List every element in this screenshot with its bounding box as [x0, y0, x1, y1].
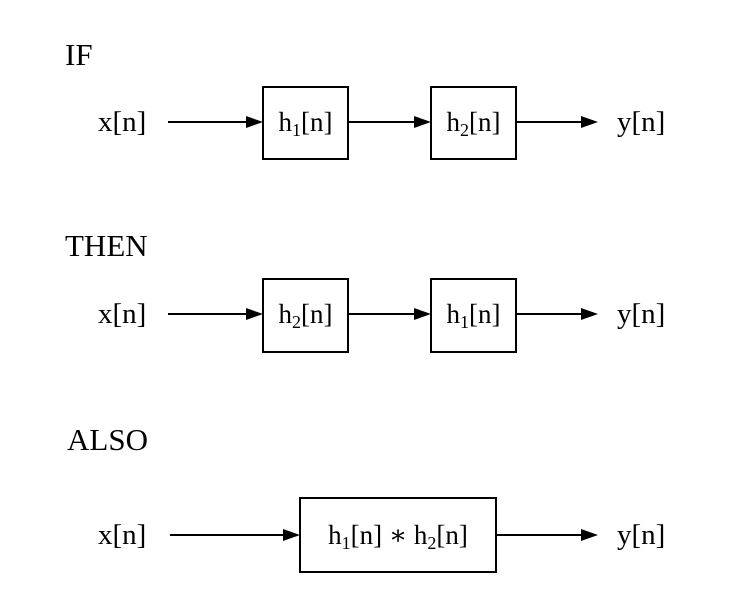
arrowhead-input-also: [283, 529, 300, 541]
convolution-operator-icon: ∗: [389, 520, 407, 550]
system-label-if-1: h1[n]: [279, 107, 333, 140]
arrowhead-middle-if: [414, 116, 431, 128]
input-signal-then: x[n]: [98, 298, 146, 330]
input-signal-also: x[n]: [98, 519, 146, 551]
section-if: IF x[n] h1[n] h2[n] y[n]: [65, 37, 665, 160]
arrowhead-output-if: [581, 116, 598, 128]
section-then: THEN x[n] h2[n] h1[n] y[n]: [65, 228, 665, 353]
system-label-if-2: h2[n]: [447, 107, 501, 140]
system-block-also-convolution: [299, 497, 497, 573]
arrowhead-output-then: [581, 308, 598, 320]
output-signal-also: y[n]: [617, 519, 665, 551]
arrowhead-input-then: [246, 308, 263, 320]
output-signal-if: y[n]: [617, 106, 665, 138]
section-heading-also: ALSO: [67, 422, 148, 457]
section-also: ALSO x[n] h1[n] ∗ h2[n] y[n]: [67, 422, 665, 573]
system-label-then-2: h1[n]: [447, 299, 501, 332]
system-block-if-2: [430, 86, 517, 160]
input-signal-if: x[n]: [98, 106, 146, 138]
arrowhead-middle-then: [414, 308, 431, 320]
section-heading-then: THEN: [65, 228, 148, 263]
system-label-then-1: h2[n]: [279, 299, 333, 332]
system-label-also-convolution: h1[n] ∗ h2[n]: [328, 520, 468, 553]
system-block-then-2: [430, 278, 517, 353]
output-signal-then: y[n]: [617, 298, 665, 330]
arrowhead-output-also: [581, 529, 598, 541]
system-block-then-1: [262, 278, 349, 353]
arrowhead-input-if: [246, 116, 263, 128]
section-heading-if: IF: [65, 37, 93, 72]
